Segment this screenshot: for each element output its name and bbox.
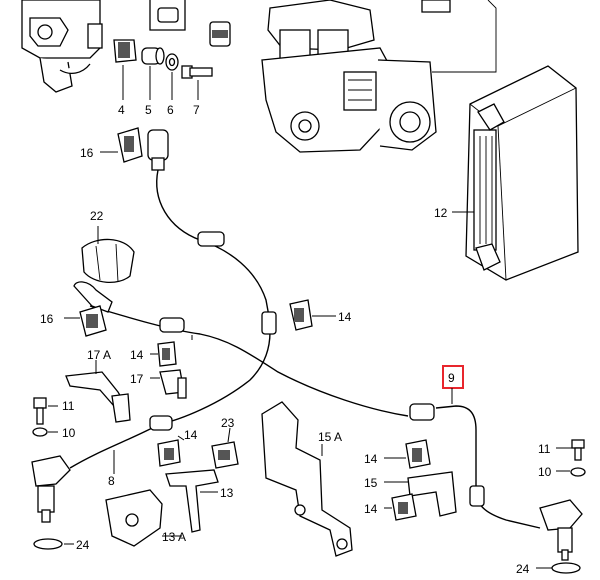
label-17: 17 xyxy=(130,372,144,386)
label-14-right-bottom: 14 xyxy=(364,502,378,516)
label-5: 5 xyxy=(145,103,152,117)
washer-10-right xyxy=(556,467,586,477)
label-12: 12 xyxy=(434,206,448,220)
bracket-13 xyxy=(165,469,219,533)
label-7: 7 xyxy=(193,103,200,117)
label-15: 15 xyxy=(364,476,378,490)
sleeve-part xyxy=(141,47,165,65)
speed-sensor-right xyxy=(539,499,583,561)
bracket-assembly xyxy=(21,0,186,93)
bracket-17 xyxy=(150,369,187,399)
label-11-right: 11 xyxy=(538,442,551,456)
bolt-11-right xyxy=(556,439,585,461)
clip-16-top xyxy=(100,127,143,163)
ring-24-left xyxy=(33,538,74,550)
bolt-part xyxy=(181,65,213,79)
clip-16-lower xyxy=(64,281,113,337)
bracket-13a xyxy=(105,489,182,547)
clip-14-center xyxy=(289,299,336,331)
label-8: 8 xyxy=(108,474,115,488)
label-24-left: 24 xyxy=(76,538,90,552)
clip-14-right-top xyxy=(384,439,431,469)
label-17a: 17 A xyxy=(87,348,111,362)
bolt-11-left xyxy=(33,397,58,425)
label-22: 22 xyxy=(90,209,104,223)
label-10-right: 10 xyxy=(538,465,552,479)
connector-23 xyxy=(211,427,239,469)
label-16-lower: 16 xyxy=(40,312,54,326)
bracket-15a xyxy=(261,401,353,557)
label-14-middle: 14 xyxy=(184,428,198,442)
washer-part xyxy=(165,53,179,71)
label-10-left: 10 xyxy=(62,426,76,440)
highlight-box xyxy=(442,365,464,389)
bracket-17a xyxy=(65,360,131,423)
part-leaders-4-7 xyxy=(122,65,199,100)
label-9: 9 xyxy=(448,371,455,385)
label-15a: 15 A xyxy=(318,430,342,444)
wiring-harness xyxy=(69,169,541,529)
label-14-right-top: 14 xyxy=(364,452,378,466)
speed-sensor-left xyxy=(31,455,71,523)
clip-14-middle xyxy=(157,435,185,467)
label-23: 23 xyxy=(221,416,235,430)
label-16-top: 16 xyxy=(80,146,94,160)
label-13: 13 xyxy=(220,486,234,500)
ring-24-right xyxy=(536,562,581,574)
highlight-part-9[interactable]: 9 xyxy=(442,365,464,404)
hydraulic-unit xyxy=(209,0,497,153)
label-24-right: 24 xyxy=(516,562,530,576)
clip-14-left xyxy=(150,341,177,367)
label-11-left: 11 xyxy=(62,399,75,413)
label-4: 4 xyxy=(118,103,125,117)
label-14-center: 14 xyxy=(338,310,352,324)
control-unit xyxy=(452,65,579,281)
label-13a: 13 A xyxy=(162,530,186,544)
label-14-left: 14 xyxy=(130,348,144,362)
bushing-part xyxy=(113,39,137,63)
washer-10-left xyxy=(32,427,58,437)
label-6: 6 xyxy=(167,103,174,117)
sensor-plug-top xyxy=(147,129,169,171)
clip-14-right-bottom xyxy=(384,493,417,521)
part-labels: 4 5 6 7 16 22 12 16 14 17 A 14 17 11 10 … xyxy=(40,103,552,576)
grommet-22 xyxy=(81,226,135,283)
